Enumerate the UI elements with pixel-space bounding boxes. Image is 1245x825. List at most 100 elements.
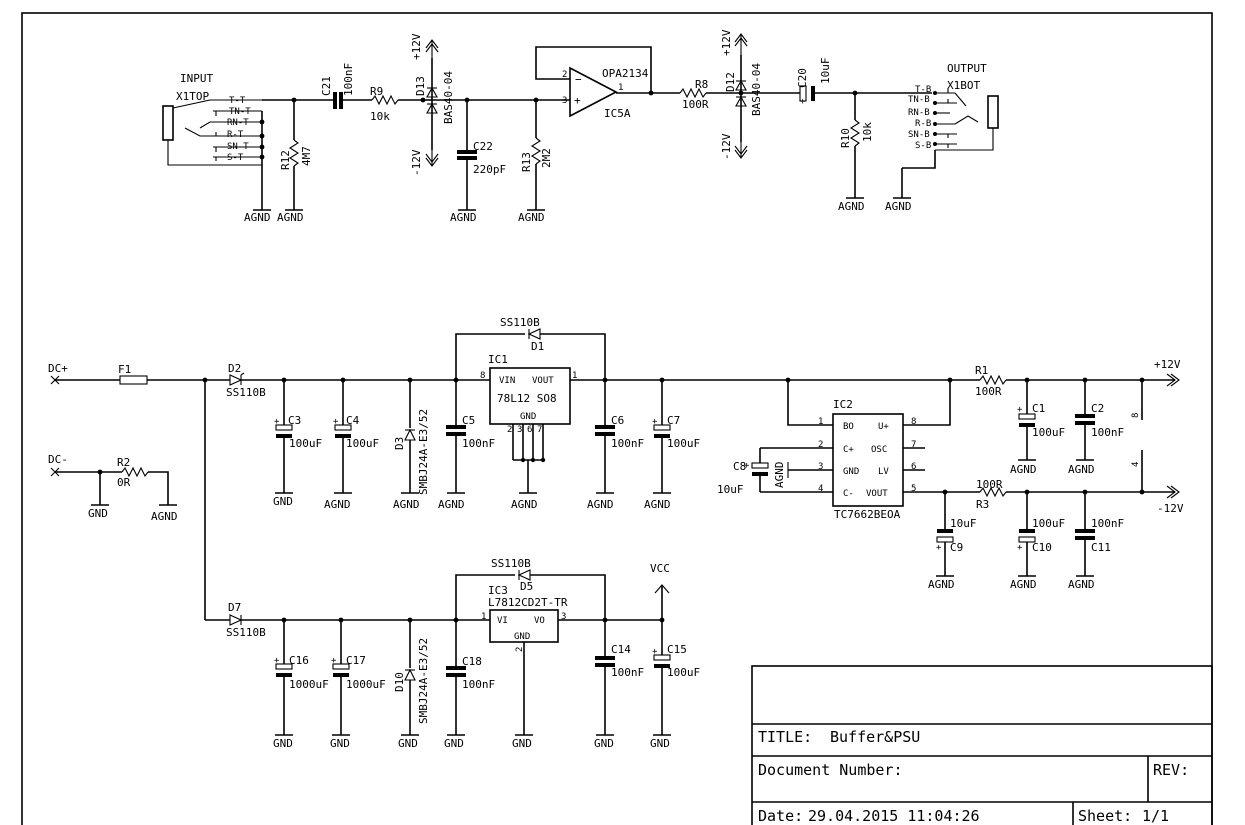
c2-label: C2 <box>1091 402 1104 415</box>
c7-plus: + <box>652 417 658 427</box>
agnd-label: AGND <box>511 498 538 511</box>
ic1-vout: VOUT <box>532 376 554 386</box>
d10-value: SMBJ24A-E3/52 <box>417 638 430 724</box>
agnd-label: AGND <box>1010 463 1037 476</box>
ic5a-label: IC5A <box>604 107 631 120</box>
ic2-up: U+ <box>878 422 889 432</box>
pin-2: 2 <box>818 440 823 450</box>
regulator-ic3-section: D7 SS110B + C16 1000uF GND + C17 1000uF … <box>226 557 700 750</box>
ic1-part: 78L12 SO8 <box>497 392 557 405</box>
pin-6: 6 <box>911 462 916 472</box>
dcm-label: DC- <box>48 453 68 466</box>
c5-value: 100nF <box>462 437 495 450</box>
c4-plus: + <box>333 417 339 427</box>
m12-label: -12V <box>1157 502 1184 515</box>
c1-label: C1 <box>1032 402 1045 415</box>
r13-value: 2M2 <box>540 148 553 168</box>
c16-label: C16 <box>289 654 309 667</box>
r13-label: R13 <box>520 152 533 172</box>
pin-rn-b: RN-B <box>908 108 930 118</box>
ic2-gnd: GND <box>843 467 859 477</box>
agnd-label: AGND <box>587 498 614 511</box>
agnd-label: AGND <box>324 498 351 511</box>
ic2-vout: VOUT <box>866 489 888 499</box>
pin-7: 7 <box>911 440 916 450</box>
ic3-vi: VI <box>497 616 508 626</box>
gnd-label: GND <box>512 737 532 750</box>
pin-2: 2 <box>515 647 525 652</box>
c20-value: 10uF <box>819 58 832 85</box>
gnd-label: GND <box>88 507 108 520</box>
c17-plus: + <box>331 656 337 666</box>
r8-label: R8 <box>695 78 708 91</box>
ic1-label: IC1 <box>488 353 508 366</box>
agnd-label: AGND <box>450 211 477 224</box>
sheet-label: Sheet: <box>1078 807 1132 825</box>
c22-capacitor: C22 220pF AGND <box>450 100 506 224</box>
agnd-label: AGND <box>644 498 671 511</box>
pin-t-t: T-T <box>229 96 246 106</box>
dcp-label: DC+ <box>48 362 68 375</box>
c15-plus: + <box>652 647 658 657</box>
d2-label: D2 <box>228 362 241 375</box>
opamp-ic5a: − + 2 3 1 OPA2134 IC5A <box>535 46 680 120</box>
p12-label: +12V <box>720 29 733 56</box>
r10-label: R10 <box>839 128 852 148</box>
ic2-cp: C+ <box>843 445 854 455</box>
pin-r-t: R-T <box>227 130 244 140</box>
r3-label: R3 <box>976 498 989 511</box>
pin-5: 5 <box>911 484 916 494</box>
opamp-plus: + <box>574 94 581 107</box>
ic2-osc: OSC <box>871 445 887 455</box>
r10-value: 10k <box>861 122 874 142</box>
r12-value: 4M7 <box>300 146 313 166</box>
c6-value: 100nF <box>611 437 644 450</box>
r10-resistor: R10 10k AGND <box>838 93 874 213</box>
title-block: TITLE: Buffer&PSU Document Number: REV: … <box>751 665 1213 825</box>
date-value: 29.04.2015 11:04:26 <box>808 807 980 825</box>
agnd-label: AGND <box>151 510 178 523</box>
m12-label: -12V <box>410 149 423 176</box>
pin-r-b: R-B <box>915 119 931 129</box>
c6-label: C6 <box>611 414 624 427</box>
gnd-label: GND <box>330 737 350 750</box>
pin-t-b: T-B <box>915 85 931 95</box>
c18-value: 100nF <box>462 678 495 691</box>
pin-s-t: S-T <box>227 153 244 163</box>
input-jack-x1top: INPUT X1TOP T-T TN-T RN-T R-T SN-T S-T A… <box>162 72 272 224</box>
pin-3: 3 <box>562 96 567 106</box>
gnd-label: GND <box>594 737 614 750</box>
r3-value: 100R <box>976 478 1003 491</box>
c3-plus: + <box>274 417 280 427</box>
p12-label: +12V <box>410 33 423 60</box>
c21-value: 100nF <box>342 63 355 96</box>
c17-value: 1000uF <box>346 678 386 691</box>
r2-label: R2 <box>117 456 130 469</box>
r9-label: R9 <box>370 85 383 98</box>
r12-label: R12 <box>279 150 292 170</box>
rev-label: REV: <box>1153 761 1189 779</box>
gnd-label: GND <box>444 737 464 750</box>
d13-diode-clamp: +12V -12V D13 BAS40-04 <box>410 33 455 176</box>
pin-sn-b: SN-B <box>908 130 930 140</box>
c20-label: C20 <box>796 68 809 88</box>
pin-3: 3 <box>517 425 522 435</box>
x1top-label: X1TOP <box>176 90 209 103</box>
d10-label: D10 <box>393 672 406 692</box>
pin-2: 2 <box>562 70 567 80</box>
pin-4: 4 <box>1131 462 1141 467</box>
pin-3: 3 <box>818 462 823 472</box>
c9-plus: + <box>936 543 942 553</box>
c14-label: C14 <box>611 643 631 656</box>
pin-4: 4 <box>818 484 823 494</box>
agnd-label: AGND <box>393 498 420 511</box>
d5-value: SS110B <box>491 557 531 570</box>
pin-2: 2 <box>507 425 512 435</box>
r2-value: 0R <box>117 476 131 489</box>
input-signal-path: AGND R12 4M7 C21 100nF R9 10k <box>262 63 539 224</box>
pin-1: 1 <box>572 371 577 381</box>
ic3-gnd: GND <box>514 632 530 642</box>
pin-1: 1 <box>818 417 823 427</box>
dc-input: DC+ F1 DC- GND AGND R2 0R <box>48 362 230 621</box>
agnd-label: AGND <box>1010 578 1037 591</box>
